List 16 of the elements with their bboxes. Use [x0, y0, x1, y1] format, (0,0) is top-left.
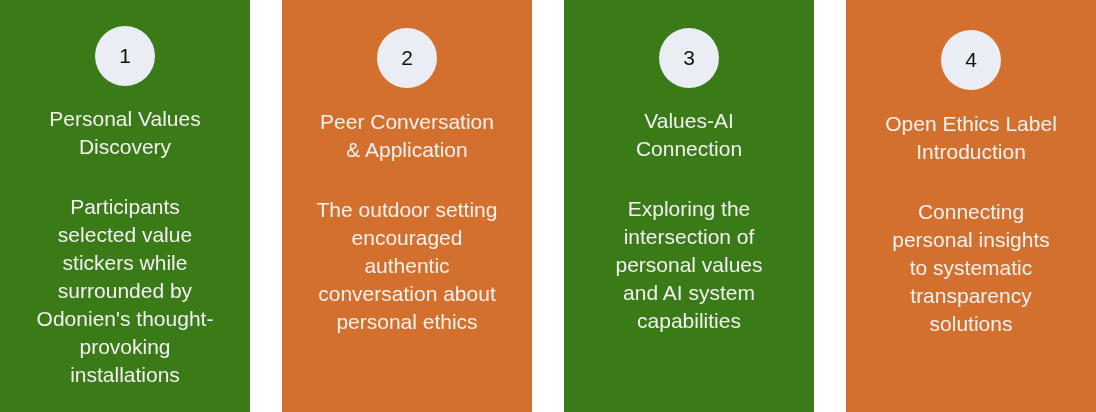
- panel-description: Exploring the intersection of personal values and AI system capabilities: [614, 196, 764, 334]
- step-number-circle: 3: [659, 28, 719, 88]
- panel-heading: Values-AI Connection: [634, 108, 744, 162]
- step-number-circle: 2: [377, 28, 437, 88]
- step-number-circle: 4: [941, 30, 1001, 90]
- panel-description: Participants selected value stickers while surrounded by Odonien's thought-provoking installations: [35, 194, 215, 388]
- step-panel: [282, 0, 532, 412]
- step-panel: [564, 0, 814, 412]
- panel-description: Connecting personal insights to systematic transparency solutions: [891, 199, 1051, 337]
- panel-heading: Personal Values Discovery: [48, 106, 202, 160]
- panel-heading: Open Ethics Label Introduction: [884, 111, 1058, 165]
- panel-description: The outdoor setting encouraged authentic conversation about personal ethics: [315, 197, 499, 335]
- panel-heading: Peer Conversation & Application: [319, 109, 495, 163]
- step-number-circle: 1: [95, 26, 155, 86]
- step-panel: [0, 0, 250, 412]
- step-panel: [846, 0, 1096, 412]
